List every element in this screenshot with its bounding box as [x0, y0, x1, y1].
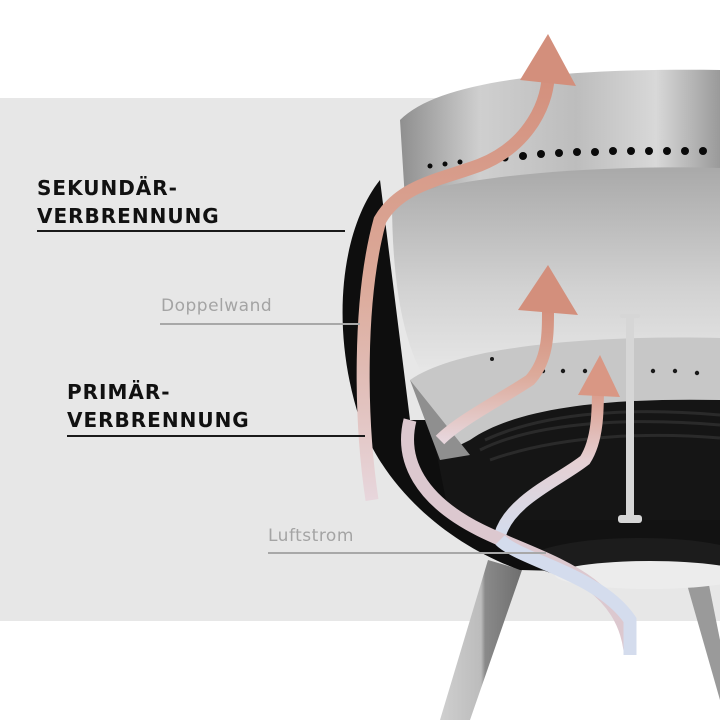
label-airflow: Luftstrom: [268, 526, 354, 546]
legs: [440, 560, 720, 720]
label-secondary-combustion-line2: VERBRENNUNG: [37, 204, 220, 228]
label-primary-combustion-line1: PRIMÄR-: [67, 380, 171, 404]
label-primary-combustion: PRIMÄR- VERBRENNUNG: [67, 378, 250, 434]
airflow-leader-line: [268, 552, 546, 554]
label-double-wall: Doppelwand: [161, 296, 273, 316]
center-rod: [618, 314, 642, 523]
primary-combustion-leader-line: [67, 435, 365, 437]
label-secondary-combustion: SEKUNDÄR- VERBRENNUNG: [37, 174, 220, 230]
label-secondary-combustion-line1: SEKUNDÄR-: [37, 176, 178, 200]
secondary-combustion-leader-line: [37, 230, 345, 232]
double-wall-leader-line: [160, 323, 360, 325]
label-primary-combustion-line2: VERBRENNUNG: [67, 408, 250, 432]
